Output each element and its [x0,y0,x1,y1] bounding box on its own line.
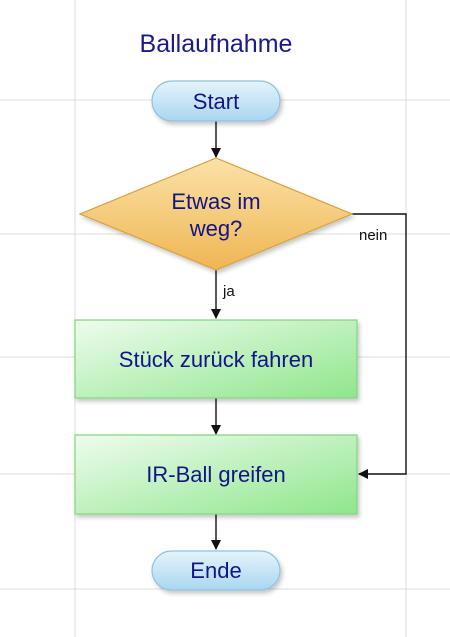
decision-label-line2: weg? [189,216,243,241]
end-terminator-shape [151,550,281,591]
end-label: Ende [190,558,241,583]
edge-label-no: nein [359,227,387,244]
start-label: Start [193,89,239,114]
step-back-process-shape [74,319,358,399]
edge-decision-no [352,213,407,479]
start-node: Start [151,80,281,122]
grab-ball-label: IR-Ball greifen [146,462,285,487]
decision-label-line1: Etwas im [171,189,260,214]
decision-diamond-shape [78,157,354,271]
decision-node: Etwas im weg? [78,157,354,271]
end-node: Ende [151,550,281,591]
edge-label-yes: ja [222,283,235,300]
grab-ball-node: IR-Ball greifen [74,434,358,515]
diagram-title: Ballaufnahme [140,30,293,58]
step-back-label: Stück zurück fahren [119,347,313,372]
grab-ball-process-shape [74,434,358,515]
edges [211,121,407,550]
step-back-node: Stück zurück fahren [74,319,358,399]
start-terminator-shape [151,80,281,122]
